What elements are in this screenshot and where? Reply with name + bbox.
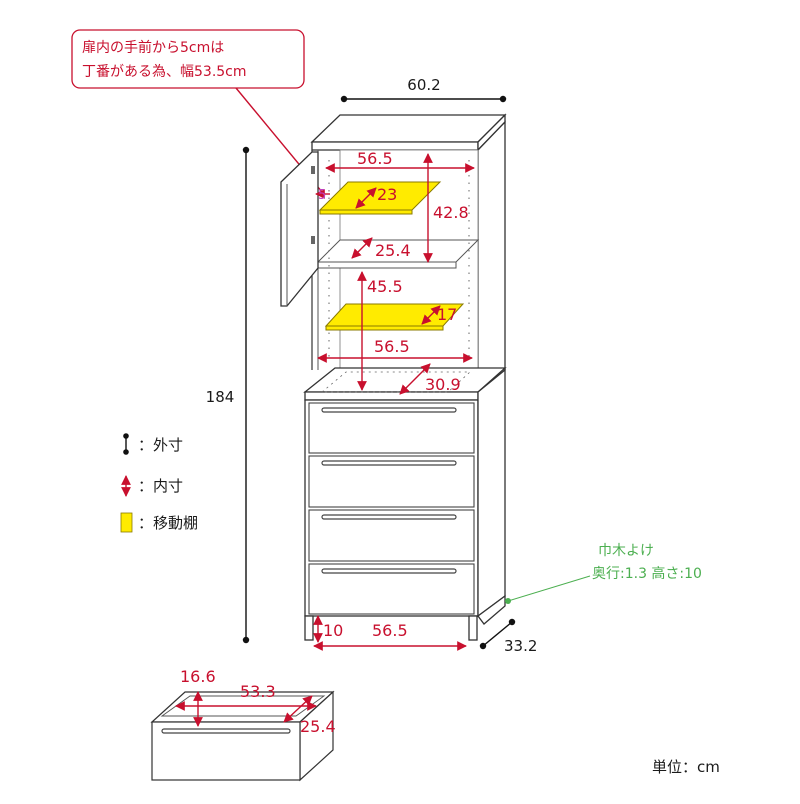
drawer-side-label: 16.6 [180,667,216,686]
callout-box [71,29,305,89]
total-width-dot-left [340,95,348,103]
hinge-offset-label: 5 [318,188,326,203]
drawer-width-label: 53.3 [240,682,276,701]
fixed-shelf-upper-front [317,261,457,269]
callout-line-2: 丁番がある為、幅53.5cm [82,64,247,80]
cabinet-side-upper [477,120,506,394]
total-height-dimension: 184 [206,146,250,644]
baseboard-title: 巾木よけ [598,543,654,559]
movable-shelf-upper-front [319,209,413,215]
drawer-2-handle [321,460,457,466]
middle-height-label: 45.5 [367,277,403,296]
leg-left [304,615,314,641]
unit-label: 単位：cm [652,758,720,776]
hinge-top-icon [311,166,315,174]
total-width-dimension: 60.2 [340,76,507,103]
legend-shelf: ：移動棚 [120,512,198,533]
total-width-dot-right [499,95,507,103]
legend-shelf-label: ：移動棚 [138,514,198,532]
plinth-height-label: 10 [323,621,343,640]
upper-height-label: 42.8 [433,203,469,222]
drawers [308,402,475,615]
legend-shelf-swatch [120,512,133,533]
total-width-label: 60.2 [407,76,440,94]
hinge-bottom-icon [311,236,315,244]
legend: ：外寸 ：内寸 ：移動棚 [120,433,198,533]
inner-depth-mid-line [399,363,431,395]
drawer-inset-handle [161,728,291,734]
drawer-depth-label: 25.4 [300,717,336,736]
leg-right [468,615,478,641]
hinge-callout: 扉内の手前から5cmは 丁番がある為、幅53.5cm [71,29,323,193]
inner-depth-upper-label: 25.4 [375,241,411,260]
baseboard-leader [507,575,591,602]
cabinet-door [280,151,319,307]
legend-outer-dot-top [123,433,129,439]
legend-inner: ：内寸 [121,475,183,497]
inner-width-bottom-label: 56.5 [372,621,408,640]
cabinet-top-board [310,114,507,143]
drawer-unit-side [477,368,506,618]
total-depth-dot-front [479,642,487,650]
callout-line-1: 扉内の手前から5cmは [82,39,224,56]
legend-outer-dot-bottom [123,449,129,455]
inner-dimensions: 56.5 5 23 42.8 25.4 45.5 17 56.5 30.9 10… [313,149,475,651]
shelf-depth-lower-label: 17 [437,305,457,324]
total-height-label: 184 [206,388,235,406]
inner-width-mid-label: 56.5 [374,337,410,356]
legend-outer-label: ：外寸 [138,436,183,454]
shelf-depth-upper-line [355,187,377,209]
total-depth-label: 33.2 [504,637,537,655]
drawer-1-handle [321,407,457,413]
movable-shelf-lower-front [325,325,444,331]
inner-depth-upper-line [351,237,373,259]
drawer-depth-line [283,695,313,723]
legend-outer: ：外寸 [123,433,183,455]
baseboard-note: 巾木よけ 奥行:1.3 高さ:10 [505,543,702,604]
drawer-4-handle [321,568,457,574]
total-depth-dot-back [508,618,516,626]
total-height-dot-top [242,146,250,154]
baseboard-detail: 奥行:1.3 高さ:10 [592,565,702,582]
inner-depth-mid-label: 30.9 [425,375,461,394]
total-height-dot-bottom [242,636,250,644]
cabinet-top-front [311,141,479,151]
shelf-depth-lower-line [421,305,441,325]
baseboard-leader-dot [505,598,511,604]
baseboard-notch [477,594,506,625]
total-depth-line [482,621,513,647]
inner-width-top-label: 56.5 [357,149,393,168]
shelf-depth-upper-label: 23 [377,185,397,204]
legend-inner-label: ：内寸 [138,477,183,495]
drawer-inset: 53.3 16.6 25.4 [150,667,336,782]
total-depth-dimension: 33.2 [479,618,537,655]
drawer-3-handle [321,514,457,520]
